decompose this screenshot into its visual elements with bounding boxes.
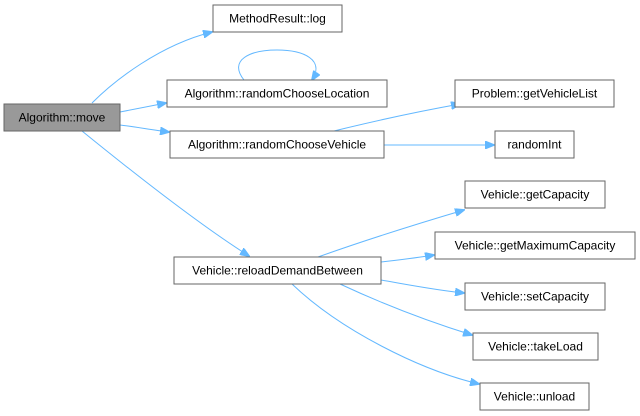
edge-reload-to-get-capacity [317,210,464,258]
node-vehicle-unload[interactable]: Vehicle::unload [479,382,590,411]
node-label: Vehicle::takeLoad [488,340,583,354]
edge-reload-to-unload [291,283,479,384]
edge-reload-to-take-load [339,283,472,335]
node-label: Vehicle::getCapacity [481,188,590,202]
edge-move-to-reload-demand-between [81,130,249,256]
node-algorithm-random-choose-location[interactable]: Algorithm::randomChooseLocation [166,79,388,108]
node-label: Algorithm::randomChooseLocation [185,87,370,101]
nodes: Algorithm::move MethodResult::log Algori… [3,4,636,411]
node-vehicle-reload-demand-between[interactable]: Vehicle::reloadDemandBetween [173,256,382,285]
node-label: Algorithm::randomChooseVehicle [188,138,366,152]
node-label: Vehicle::getMaximumCapacity [455,239,616,253]
edge-move-to-random-choose-vehicle [119,124,169,132]
node-label: Vehicle::reloadDemandBetween [192,264,363,278]
edge-random-choose-location-self-loop [238,49,316,80]
edge-reload-to-set-capacity [380,279,464,293]
edges [81,32,494,384]
edge-move-to-log [91,32,212,104]
edge-random-choose-vehicle-to-get-vehicle-list [329,104,460,133]
node-label: Problem::getVehicleList [472,87,598,101]
edge-move-to-random-choose-location [119,103,166,113]
node-vehicle-get-maximum-capacity[interactable]: Vehicle::getMaximumCapacity [434,231,636,260]
node-algorithm-move[interactable]: Algorithm::move [3,103,121,132]
node-vehicle-get-capacity[interactable]: Vehicle::getCapacity [464,180,606,209]
node-problem-get-vehicle-list[interactable]: Problem::getVehicleList [454,79,615,108]
node-label: MethodResult::log [229,12,326,26]
node-vehicle-take-load[interactable]: Vehicle::takeLoad [472,332,599,361]
node-random-int[interactable]: randomInt [494,130,575,159]
node-algorithm-random-choose-vehicle[interactable]: Algorithm::randomChooseVehicle [169,130,385,159]
node-label: Vehicle::setCapacity [481,290,589,304]
node-vehicle-set-capacity[interactable]: Vehicle::setCapacity [464,282,606,311]
edge-reload-to-get-maximum-capacity [380,255,434,263]
node-label: Algorithm::move [19,111,106,125]
node-label: Vehicle::unload [494,390,575,404]
node-method-result-log[interactable]: MethodResult::log [212,4,343,33]
node-label: randomInt [507,138,562,152]
